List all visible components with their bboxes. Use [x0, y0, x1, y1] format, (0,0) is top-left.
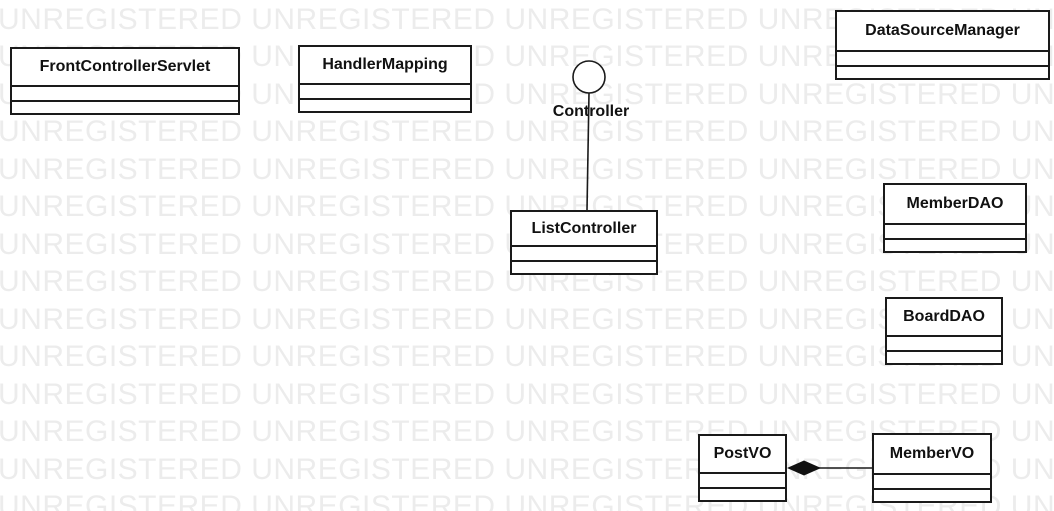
watermark-row: UNREGISTERED UNREGISTERED UNREGISTERED U…	[0, 340, 1054, 373]
methods-compartment	[12, 100, 238, 113]
attributes-compartment	[700, 472, 785, 487]
class-box-handlermapping[interactable]: HandlerMapping	[298, 45, 472, 113]
methods-compartment	[837, 65, 1048, 78]
methods-compartment	[874, 488, 990, 501]
class-name-label: MemberDAO	[906, 195, 1004, 212]
class-name-label: HandlerMapping	[322, 56, 448, 73]
methods-compartment	[885, 238, 1025, 251]
attributes-compartment	[300, 83, 470, 98]
class-name-label: MemberVO	[889, 445, 975, 462]
class-name-label: FrontControllerServlet	[39, 58, 211, 75]
class-name-label: DataSourceManager	[865, 22, 1020, 39]
class-box-frontcontrollerservlet[interactable]: FrontControllerServlet	[10, 47, 240, 115]
attributes-compartment	[12, 85, 238, 100]
interface-controller-label: Controller	[552, 103, 630, 120]
attributes-compartment	[874, 473, 990, 488]
watermark-row: UNREGISTERED UNREGISTERED UNREGISTERED U…	[0, 115, 1054, 148]
class-box-memberdao[interactable]: MemberDAO	[883, 183, 1027, 253]
class-name-label: PostVO	[713, 445, 772, 462]
class-box-boarddao[interactable]: BoardDAO	[885, 297, 1003, 365]
attributes-compartment	[512, 245, 656, 260]
watermark-row: UNREGISTERED UNREGISTERED UNREGISTERED U…	[0, 152, 1054, 186]
class-box-membervo[interactable]: MemberVO	[872, 433, 992, 503]
methods-compartment	[887, 350, 1001, 363]
methods-compartment	[300, 98, 470, 111]
attributes-compartment	[837, 50, 1048, 65]
attributes-compartment	[885, 223, 1025, 238]
attributes-compartment	[887, 335, 1001, 350]
class-name-label: BoardDAO	[903, 308, 985, 325]
watermark-row: UNREGISTERED UNREGISTERED UNREGISTERED U…	[0, 302, 1054, 336]
class-box-datasourcemanager[interactable]: DataSourceManager	[835, 10, 1050, 80]
methods-compartment	[512, 260, 656, 273]
watermark-row: UNREGISTERED UNREGISTERED UNREGISTERED U…	[0, 377, 1054, 411]
class-box-postvo[interactable]: PostVO	[698, 434, 787, 502]
class-name-label: ListController	[531, 219, 637, 237]
class-box-listcontroller[interactable]: ListController	[510, 210, 658, 275]
watermark-row: UNREGISTERED UNREGISTERED UNREGISTERED U…	[0, 490, 1054, 511]
methods-compartment	[700, 487, 785, 500]
